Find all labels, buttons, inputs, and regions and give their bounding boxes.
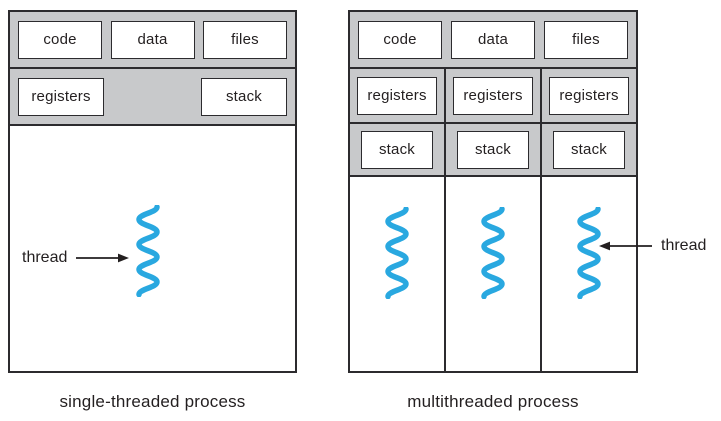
arrow-left-icon <box>599 241 652 251</box>
thread-column-1: registers stack <box>350 69 444 371</box>
files-box: files <box>203 20 287 59</box>
stack-cell: stack <box>542 124 636 177</box>
thread-pointer-right: thread <box>599 237 706 255</box>
registers-cell: registers <box>542 69 636 124</box>
shared-resources-row: code data files <box>10 12 295 69</box>
stack-box: stack <box>361 130 433 169</box>
thread-area <box>542 177 636 371</box>
arrow-right-icon <box>76 253 130 263</box>
stack-box: stack <box>553 130 625 169</box>
registers-cell: registers <box>350 69 444 124</box>
left-panel-caption: single-threaded process <box>59 392 246 411</box>
single-threaded-process-panel: code data files registers stack thread <box>8 10 297 373</box>
stack-cell: stack <box>350 124 444 177</box>
thread-area <box>350 177 444 371</box>
thread-columns: registers stack registers stack <box>350 69 636 371</box>
thread-squiggle-icon <box>136 205 160 297</box>
code-box: code <box>18 20 102 59</box>
registers-box: registers <box>357 76 437 115</box>
thread-squiggle-icon <box>481 207 505 299</box>
registers-box: registers <box>549 76 629 115</box>
thread-column-2: registers stack <box>444 69 540 371</box>
data-box: data <box>451 20 535 59</box>
files-box: files <box>544 20 628 59</box>
registers-stack-row: registers stack <box>10 69 295 126</box>
thread-area <box>446 177 540 371</box>
shared-resources-row: code data files <box>350 12 636 69</box>
thread-pointer-left: thread <box>22 249 130 267</box>
code-box: code <box>358 20 442 59</box>
thread-column-3: registers stack <box>540 69 636 371</box>
thread-squiggle-icon <box>385 207 409 299</box>
multithreaded-process-panel: code data files registers stack <box>348 10 638 373</box>
data-box: data <box>110 20 195 59</box>
thread-label: thread <box>661 237 707 254</box>
registers-box: registers <box>18 77 104 116</box>
registers-box: registers <box>453 76 533 115</box>
stack-cell: stack <box>446 124 540 177</box>
stack-box: stack <box>201 77 287 116</box>
right-panel-caption: multithreaded process <box>407 392 579 411</box>
registers-cell: registers <box>446 69 540 124</box>
thread-label: thread <box>22 249 68 266</box>
stack-box: stack <box>457 130 529 169</box>
thread-squiggle-icon <box>577 207 601 299</box>
